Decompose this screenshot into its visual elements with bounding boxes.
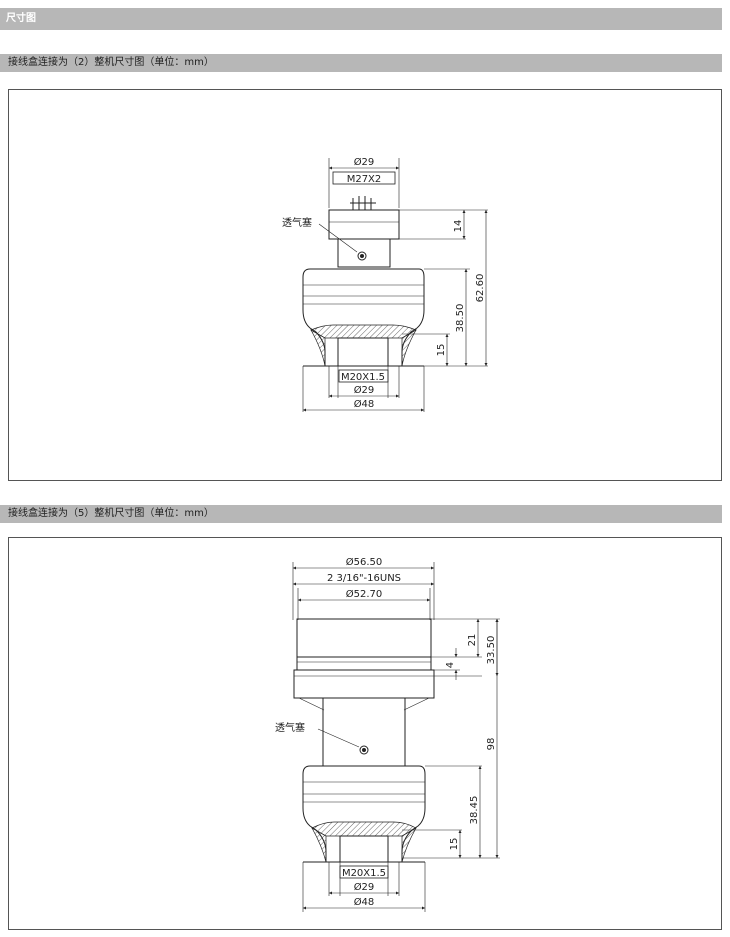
d1-h15: 15 — [436, 344, 447, 357]
d2-h4: 4 — [445, 662, 456, 668]
d2-h15: 15 — [449, 838, 460, 851]
d1-h38: 38.50 — [455, 304, 466, 333]
d2-h21: 21 — [467, 634, 478, 647]
drawing-2-labels: Ø56.50 2 3/16"-16UNS Ø52.70 透气塞 M20X1.5 … — [275, 556, 497, 908]
d2-top-dia: Ø56.50 — [346, 556, 383, 568]
drawing-2 — [292, 562, 500, 912]
d2-inner-dia: Ø52.70 — [346, 588, 383, 600]
d2-h38: 38.45 — [469, 796, 480, 825]
d2-body-dia: Ø48 — [354, 896, 375, 908]
d2-vent-label: 透气塞 — [275, 721, 305, 734]
d2-h98: 98 — [486, 738, 497, 751]
d1-bottom-dia: Ø29 — [354, 384, 375, 396]
page-header: 尺寸图 — [0, 8, 722, 30]
d1-h14: 14 — [453, 220, 464, 233]
d2-bottom-dia: Ø29 — [354, 881, 375, 893]
section-title-2: 接线盒连接为（5）整机尺寸图（单位：mm） — [0, 505, 722, 523]
d2-bottom-thread: M20X1.5 — [342, 868, 386, 879]
drawing-1 — [302, 158, 488, 412]
d1-top-dia: Ø29 — [354, 156, 375, 168]
section-title-1: 接线盒连接为（2）整机尺寸图（单位：mm） — [0, 54, 722, 72]
d1-vent-label: 透气塞 — [282, 216, 312, 229]
d2-thread: 2 3/16"-16UNS — [327, 573, 401, 584]
drawing-frame-2 — [8, 537, 722, 930]
d1-thread: M27X2 — [347, 174, 382, 185]
d1-bottom-thread: M20X1.5 — [341, 372, 385, 383]
drawing-1-labels: Ø29 M27X2 透气塞 M20X1.5 Ø29 Ø48 14 62.60 3… — [282, 156, 486, 410]
d2-h33: 33.50 — [486, 636, 497, 665]
d1-h62: 62.60 — [475, 274, 486, 303]
d1-body-dia: Ø48 — [354, 398, 375, 410]
